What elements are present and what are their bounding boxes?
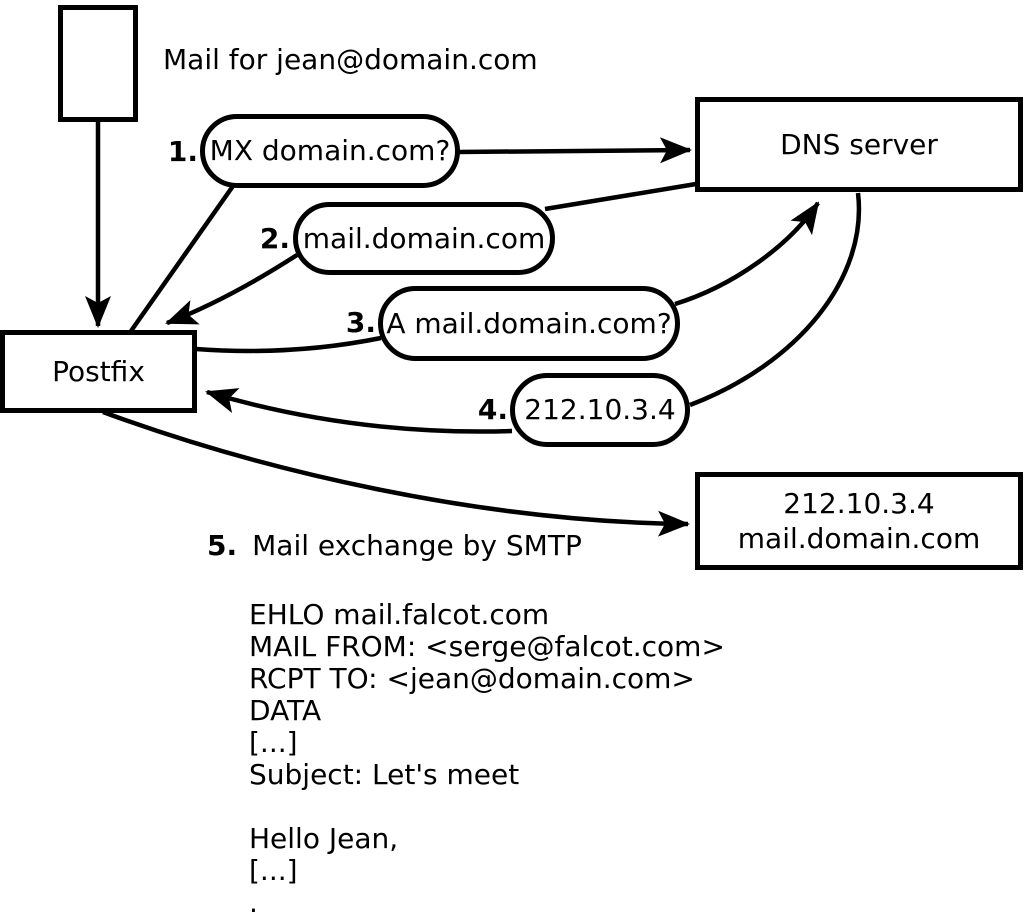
- a-query-label: A mail.domain.com?: [386, 306, 672, 340]
- arrow-a-answer-to-postfix: [205, 388, 513, 434]
- arrow-a-query-to-dns: [674, 201, 820, 307]
- step-1-number: 1.: [167, 135, 198, 168]
- arrow-mx-answer-to-postfix: [165, 253, 299, 326]
- a-query-pill: A mail.domain.com?: [378, 286, 680, 361]
- mx-answer-pill: mail.domain.com: [293, 202, 555, 275]
- step-3-number: 3.: [345, 306, 376, 339]
- mx-answer-label: mail.domain.com: [302, 221, 546, 255]
- mx-query-pill: MX domain.com?: [200, 114, 460, 188]
- dns-server-label: DNS server: [780, 127, 938, 161]
- step-2-number: 2.: [259, 222, 290, 255]
- line-postfix-to-a-query: [195, 335, 382, 354]
- step-5-label: Mail exchange by SMTP: [252, 529, 582, 562]
- dns-server-box: DNS server: [695, 97, 1023, 192]
- arrow-postfix-to-mail-server: [102, 409, 690, 537]
- line-dns-to-mx-answer: [544, 181, 697, 212]
- mail-server-box: 212.10.3.4 mail.domain.com: [695, 472, 1023, 570]
- step-5-caption: 5. Mail exchange by SMTP: [207, 529, 582, 563]
- line-postfix-to-mx-query: [129, 184, 235, 333]
- smtp-session-text: EHLO mail.falcot.com MAIL FROM: <serge@f…: [249, 598, 725, 919]
- step-5-number: 5.: [207, 529, 238, 562]
- mail-server-ip: 212.10.3.4: [783, 487, 935, 520]
- a-answer-pill: 212.10.3.4: [510, 373, 690, 447]
- a-answer-label: 212.10.3.4: [524, 393, 676, 426]
- mail-server-hostname: mail.domain.com: [737, 522, 981, 555]
- step-4-number: 4.: [477, 393, 508, 426]
- mail-message-icon: [58, 5, 138, 122]
- mail-for-label: Mail for jean@domain.com: [163, 43, 538, 76]
- postfix-box: Postfix: [0, 330, 197, 413]
- postfix-label: Postfix: [52, 354, 145, 388]
- mx-query-label: MX domain.com?: [209, 134, 451, 167]
- arrow-mx-query-to-dns: [457, 137, 692, 164]
- line-dns-to-a-answer: [689, 192, 862, 408]
